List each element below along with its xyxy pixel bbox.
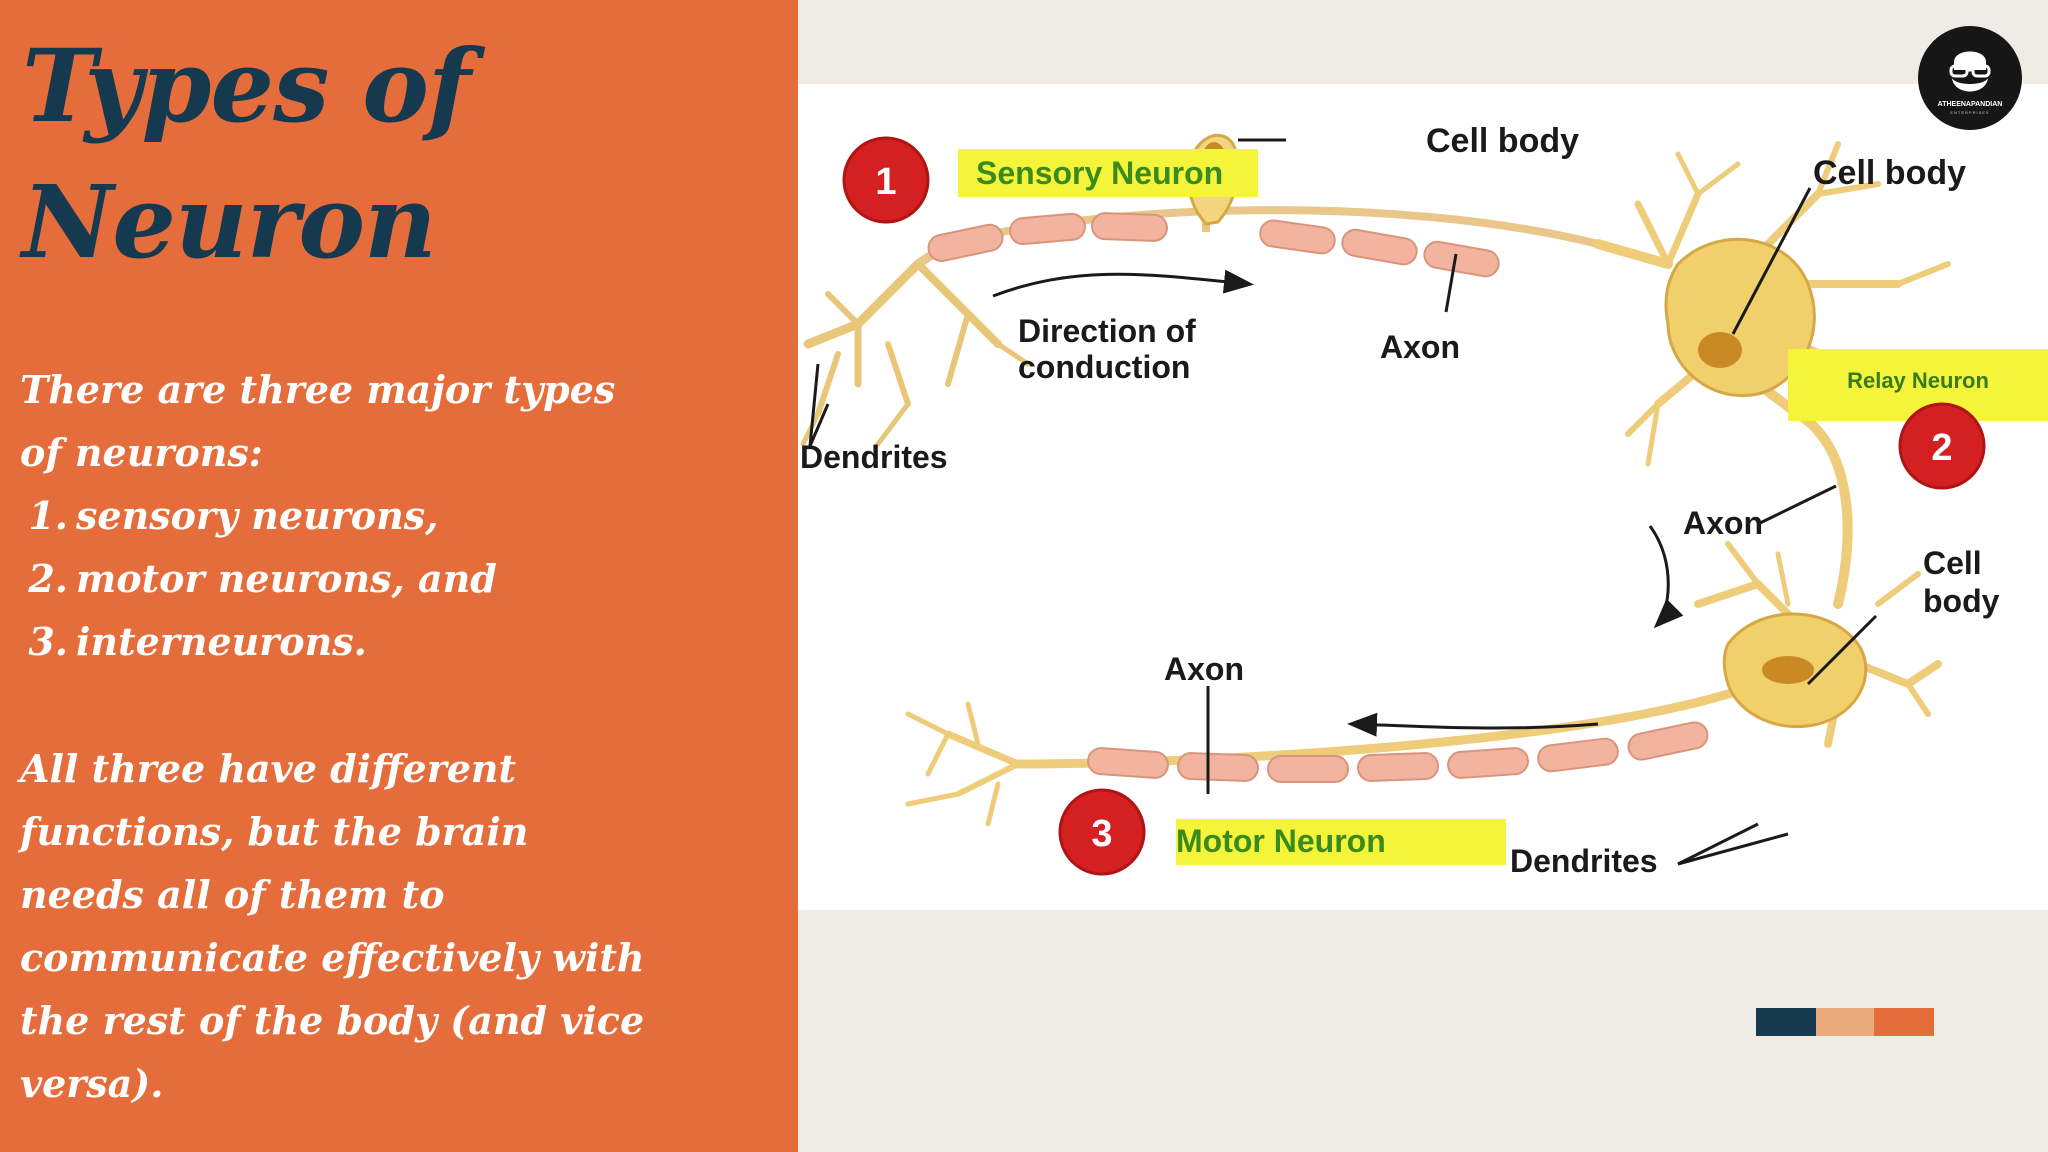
list-text: motor neurons, and: [76, 556, 497, 601]
axon-sensory-label: Axon: [1380, 329, 1460, 365]
sensory-label-bg: [958, 149, 1258, 197]
list-number: 1.: [28, 493, 68, 538]
title-line-1: Types of: [22, 27, 471, 145]
list-number: 3.: [28, 619, 68, 664]
title-line-2: Neuron: [22, 163, 437, 281]
axon-motor-label: Axon: [1164, 651, 1244, 687]
para-line-3: needs all of them to: [20, 872, 445, 917]
sensory-neuron-label: Sensory Neuron: [976, 155, 1223, 191]
list-text: interneurons.: [76, 619, 367, 664]
para-line-1: All three have different: [20, 746, 517, 791]
motor-neuron-label: Motor Neuron: [1176, 823, 1386, 859]
cell-body-sensory-label: Cell body: [1426, 122, 1579, 160]
company-logo: ATHEENAPANDIAN ENTERPRISES: [1918, 26, 2022, 130]
neuron-diagram: 1 2 3 Sensory Neuron Relay Neuron Motor …: [798, 84, 2048, 910]
sensory-neuron: [800, 239, 1031, 447]
sensory-axon-segments: [927, 212, 1500, 278]
marker-2-number: 2: [1931, 427, 1952, 469]
direction-label-1: Direction of: [1018, 313, 1196, 349]
bearded-man-icon: [1949, 51, 1991, 92]
list-text: sensory neurons,: [76, 493, 439, 538]
marker-1-number: 1: [875, 161, 896, 203]
cell-body-relay-label: Cell body: [1813, 154, 1966, 192]
para-line-2: functions, but the brain: [20, 809, 529, 854]
swatch-navy: [1756, 1008, 1816, 1036]
para-line-5: the rest of the body (and vice: [20, 998, 645, 1043]
para-line-6: versa).: [20, 1061, 164, 1106]
marker-3: 3: [1058, 788, 1146, 876]
swatch-orange: [1874, 1008, 1934, 1036]
marker-2: 2: [1898, 402, 1986, 490]
logo-sub: ENTERPRISES: [1950, 110, 1989, 115]
relay-label-bg: [1788, 349, 2048, 421]
logo-name: ATHEENAPANDIAN: [1938, 101, 2003, 108]
list-item-3: 3.interneurons.: [24, 610, 367, 673]
dendrites-left-label: Dendrites: [800, 439, 948, 475]
relay-neuron-label: Relay Neuron: [1847, 368, 1989, 393]
list-item-2: 2.motor neurons, and: [24, 547, 497, 610]
motor-label-bg: [1176, 819, 1506, 865]
cell-body-motor-label-1: Cell: [1923, 545, 1982, 581]
marker-1: 1: [842, 136, 930, 224]
axon-relay-label: Axon: [1683, 505, 1763, 541]
para-line-4: communicate effectively with: [20, 935, 645, 980]
list-number: 2.: [28, 556, 68, 601]
motor-cell-body: [1722, 612, 1868, 729]
list-item-1: 1.sensory neurons,: [24, 484, 438, 547]
marker-3-number: 3: [1091, 813, 1112, 855]
left-panel: Types of Neuron There are three major ty…: [0, 0, 798, 1152]
dendrites-bottom-label: Dendrites: [1510, 843, 1658, 879]
motor-axon-segments: [1087, 721, 1709, 783]
direction-label-2: conduction: [1018, 349, 1190, 385]
intro-line-2: of neurons:: [20, 430, 263, 475]
swatch-peach: [1816, 1008, 1874, 1036]
intro-line-1: There are three major types: [20, 367, 616, 412]
cell-body-motor-label-2: body: [1923, 583, 2000, 619]
